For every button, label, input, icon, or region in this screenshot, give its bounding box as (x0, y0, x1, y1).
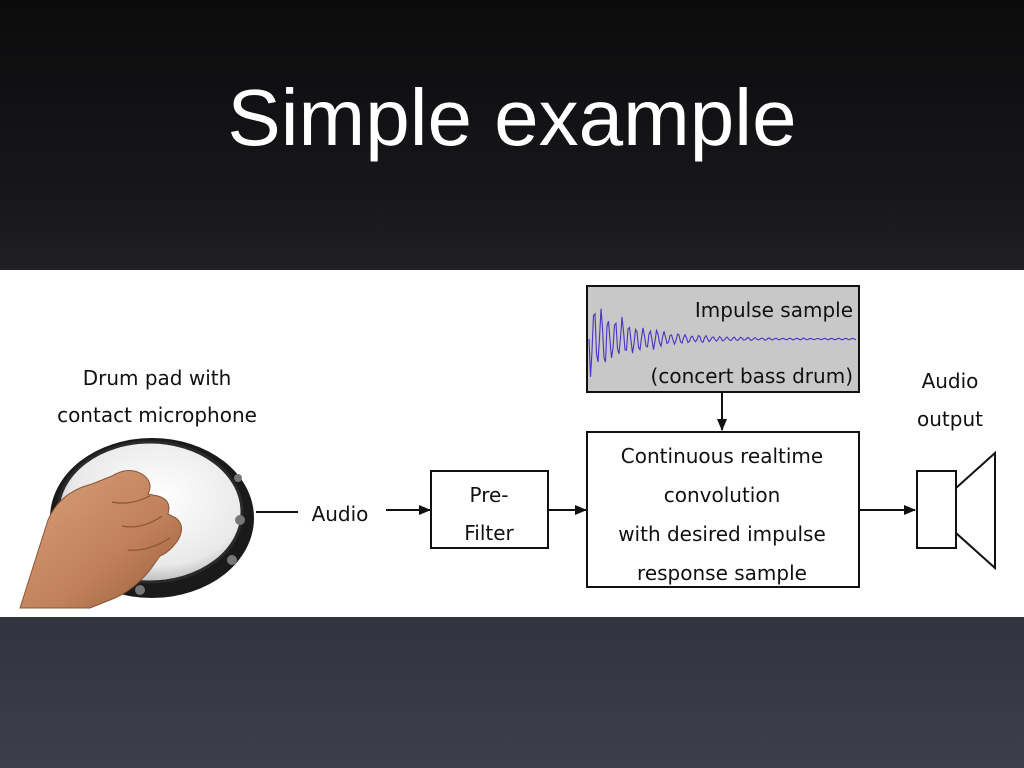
prefilter-box: Pre- Filter (430, 470, 549, 549)
speaker-icon (916, 450, 996, 571)
impulse-label-line2: (concert bass drum) (651, 364, 853, 388)
slide-title: Simple example (227, 73, 797, 162)
convolution-box: Continuous realtime convolution with des… (586, 431, 860, 588)
drum-pad-label-line1: Drum pad with (83, 366, 232, 390)
output-label-line1: Audio (922, 369, 979, 393)
impulse-label-line1: Impulse sample (695, 298, 853, 322)
convolution-label-line3: with desired impulse (618, 522, 826, 546)
drum-pad-label-line2: contact microphone (57, 403, 257, 427)
diagram-panel: Drum pad with contact microphone Audio P… (0, 270, 1024, 617)
prefilter-label-line2: Filter (464, 521, 514, 545)
convolution-label-line4: response sample (637, 561, 807, 585)
drum-pad-image (19, 438, 254, 609)
audio-label: Audio (312, 502, 369, 526)
convolution-label-line2: convolution (664, 483, 781, 507)
signal-flow-diagram: Drum pad with contact microphone Audio P… (19, 285, 996, 609)
waveform-graphic (588, 308, 857, 377)
impulse-sample-box: Impulse sample (concert bass drum) (586, 285, 860, 393)
output-label-line2: output (917, 407, 983, 431)
convolution-label-line1: Continuous realtime (621, 444, 823, 468)
prefilter-label-line1: Pre- (469, 483, 508, 507)
